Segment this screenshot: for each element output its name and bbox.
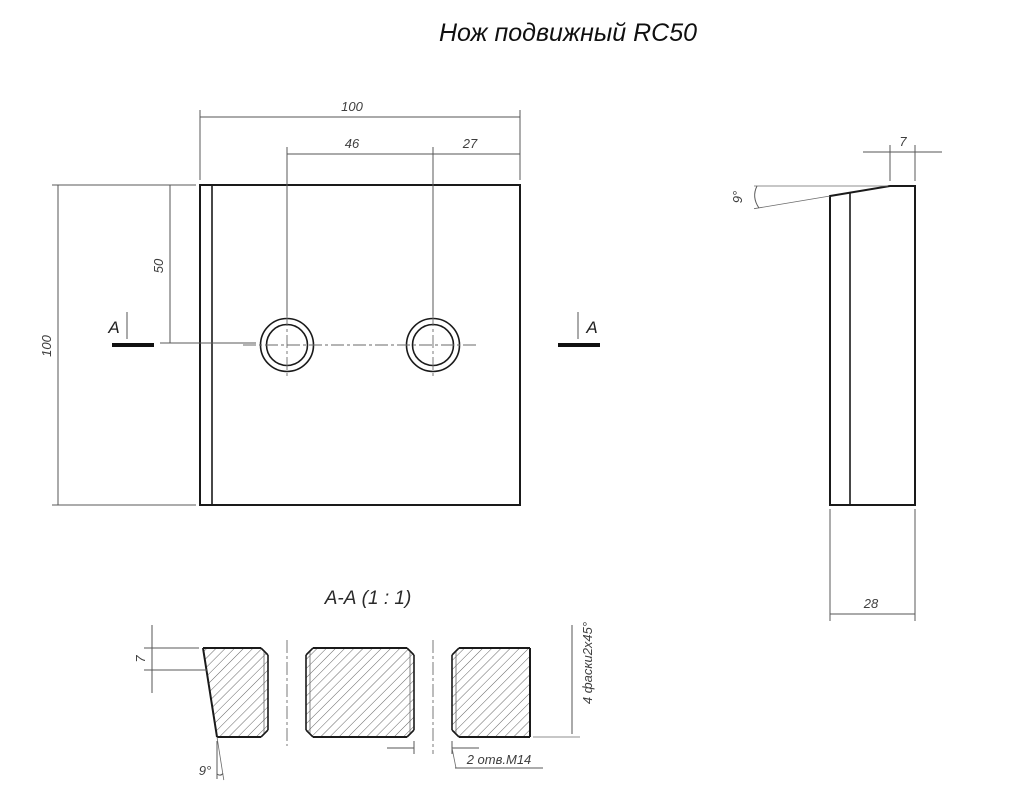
dim-hole-pitch: 46	[345, 136, 360, 151]
side-outline	[829, 185, 916, 506]
chamfer-note-lines	[533, 625, 580, 738]
chamfer-note: 4 фаски2х45°	[580, 622, 595, 704]
section-hatching	[203, 648, 530, 737]
side-dim-land-width: 7	[899, 134, 907, 149]
section-cut-marks	[112, 312, 600, 347]
centerlines	[243, 313, 477, 379]
side-view: 9° 7 28	[730, 134, 942, 621]
section-letter-right: А	[585, 318, 597, 337]
section-angle-annotation	[216, 736, 225, 781]
section-dim-edge-lines	[144, 625, 207, 693]
dim-hole-vertical: 50	[151, 258, 166, 273]
side-dim-thickness-lines	[829, 509, 916, 621]
side-dim-thickness: 28	[863, 596, 879, 611]
drawing-title: Нож подвижный RC50	[439, 19, 697, 47]
side-dim-land	[863, 145, 942, 181]
extension-lines	[52, 110, 521, 506]
section-dim-edge-height: 7	[133, 655, 148, 663]
section-title: А-А (1 : 1)	[324, 588, 412, 609]
dim-overall-width: 100	[341, 99, 363, 114]
dim-hole-edge: 27	[462, 136, 478, 151]
dim-overall-height: 100	[39, 334, 54, 356]
holes-note-lines	[387, 741, 543, 769]
section-view: А-А (1 : 1)	[133, 588, 595, 781]
section-letter-left: А	[107, 318, 119, 337]
section-bevel-angle: 9°	[199, 763, 211, 778]
holes-note: 2 отв.М14	[466, 752, 532, 767]
front-view: 100 46 27 100 50 А А	[39, 99, 600, 506]
section-contours	[202, 640, 531, 754]
side-bevel-angle: 9°	[730, 191, 745, 203]
plate-outline	[199, 184, 521, 506]
side-angle-annotation	[753, 185, 888, 210]
